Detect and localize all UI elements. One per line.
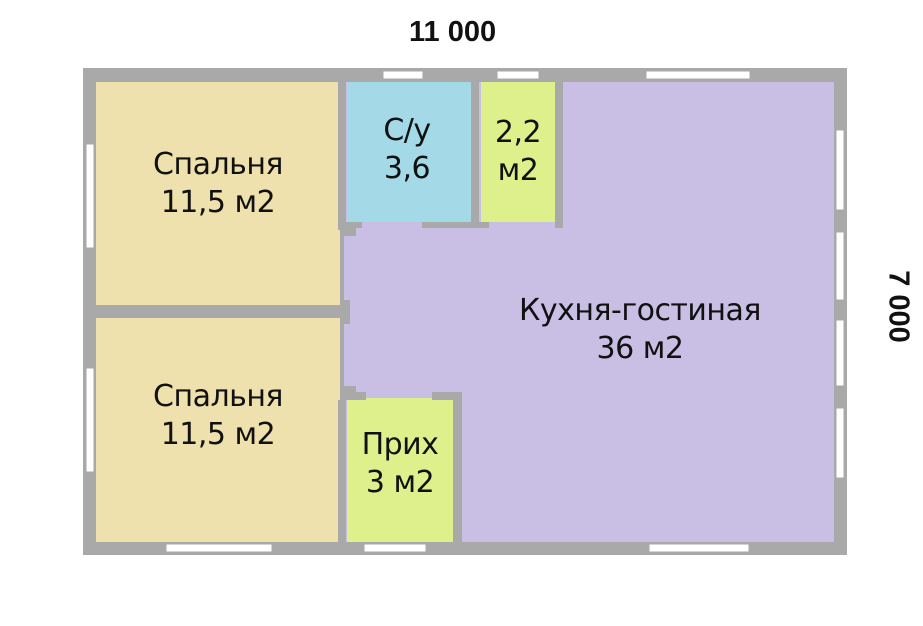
wall-bedroom-right-lower (338, 400, 346, 544)
hallway-floor (347, 398, 453, 542)
window-top-1 (382, 70, 424, 80)
wall-bedrooms-divider (94, 305, 346, 318)
bedroom-bottom-floor (96, 318, 340, 542)
wall-hallway-top-right (432, 392, 462, 400)
bathroom-name: С/у (383, 113, 431, 148)
window-top-3 (645, 70, 751, 80)
window-left-1 (85, 143, 95, 249)
hallway-label: Прих 3 м2 (347, 426, 453, 501)
bathroom-area: 3,6 (383, 150, 431, 186)
window-bottom-2 (363, 543, 427, 553)
wall-closet-bottom (479, 222, 489, 228)
window-right-3 (835, 319, 845, 387)
wall-bedroom-right-upper (338, 82, 346, 230)
wall-closet-right (555, 82, 563, 228)
bedroom-bottom-area: 11,5 м2 (160, 416, 276, 452)
hallway-area: 3 м2 (365, 464, 435, 500)
bedroom-bottom-name: Спальня (153, 379, 283, 414)
door-jamb-bedroom-top (340, 228, 356, 236)
living-room-name: Кухня-гостиная (519, 293, 761, 328)
bathroom-floor (347, 82, 471, 222)
door-jamb-bedroom-bottom (340, 386, 356, 394)
window-bottom-3 (648, 543, 750, 553)
window-right-4 (835, 407, 845, 479)
window-top-2 (496, 70, 540, 80)
bedroom-top-name: Спальня (153, 147, 283, 182)
bedroom-top-floor (96, 82, 340, 306)
closet-label: 2,2 м2 (481, 114, 555, 189)
closet-area-unit: м2 (497, 152, 539, 188)
wall-bathroom-bottom-right (422, 222, 479, 228)
bedroom-bottom-label: Спальня 11,5 м2 (96, 378, 340, 453)
door-jamb-bedroom-mid (340, 300, 350, 324)
closet-floor (481, 82, 555, 222)
living-room-area: 36 м2 (596, 330, 684, 366)
wall-bathroom-right (471, 82, 479, 228)
bathroom-label: С/у 3,6 (347, 112, 467, 187)
wall-hallway-top-left (344, 392, 366, 400)
window-bottom-1 (165, 543, 273, 553)
bedroom-top-label: Спальня 11,5 м2 (96, 146, 340, 221)
wall-hallway-right (453, 392, 462, 544)
closet-area-value: 2,2 (494, 115, 542, 150)
wall-bathroom-bottom-left (338, 222, 362, 228)
bedroom-top-area: 11,5 м2 (160, 184, 276, 220)
height-dimension: 7 000 (882, 270, 915, 343)
window-left-2 (85, 367, 95, 473)
window-right-2 (835, 231, 845, 301)
window-right-1 (835, 129, 845, 211)
living-room-label: Кухня-гостиная 36 м2 (470, 292, 810, 367)
hallway-name: Прих (361, 427, 439, 462)
width-dimension: 11 000 (409, 16, 497, 48)
